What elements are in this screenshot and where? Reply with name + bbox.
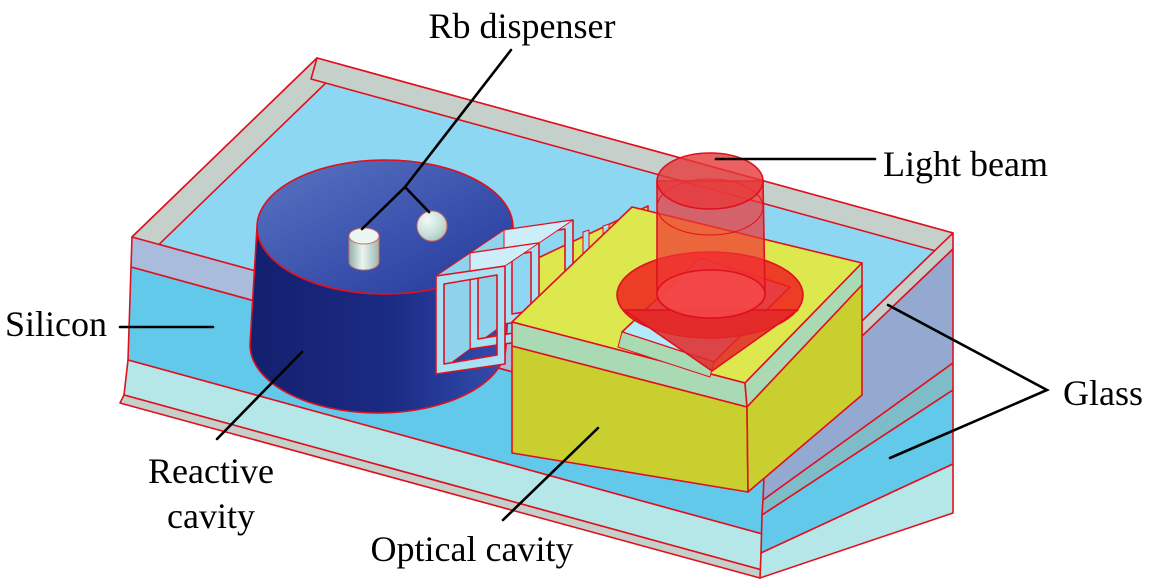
leader-lines <box>118 48 1050 522</box>
labels: Rb dispenser Light beam Silicon Glass Re… <box>5 6 1143 569</box>
silicon-label: Silicon <box>5 304 107 344</box>
rb-dispenser-cylinder-top <box>348 227 380 245</box>
optical-cavity-label: Optical cavity <box>371 529 574 569</box>
channel-frame <box>435 265 506 375</box>
rb-dispenser-sphere <box>416 210 448 242</box>
bottom-glass-right-face <box>759 463 954 579</box>
reactive-cavity-leader-line <box>215 350 304 441</box>
rb-dispenser-cylinder-body <box>348 235 380 271</box>
rb-dispenser-label: Rb dispenser <box>429 6 616 46</box>
optical-cavity-leader-line <box>501 426 600 522</box>
rb-dispenser-pellet <box>348 227 380 271</box>
glass-label: Glass <box>1063 373 1143 413</box>
reactive-cavity-label-line2: cavity <box>167 496 255 536</box>
reactive-cavity-top <box>256 159 514 295</box>
light-beam <box>616 152 804 372</box>
reactive-cavity-label-line1: Reactive <box>148 451 274 491</box>
light-beam-top <box>656 152 764 210</box>
optical-cavity-right-face <box>746 284 863 493</box>
light-beam-label: Light beam <box>883 144 1048 184</box>
glass-leader-lines <box>886 303 1050 460</box>
rb-dispenser-leader-line <box>360 48 513 231</box>
light-beam-waist <box>656 269 766 319</box>
